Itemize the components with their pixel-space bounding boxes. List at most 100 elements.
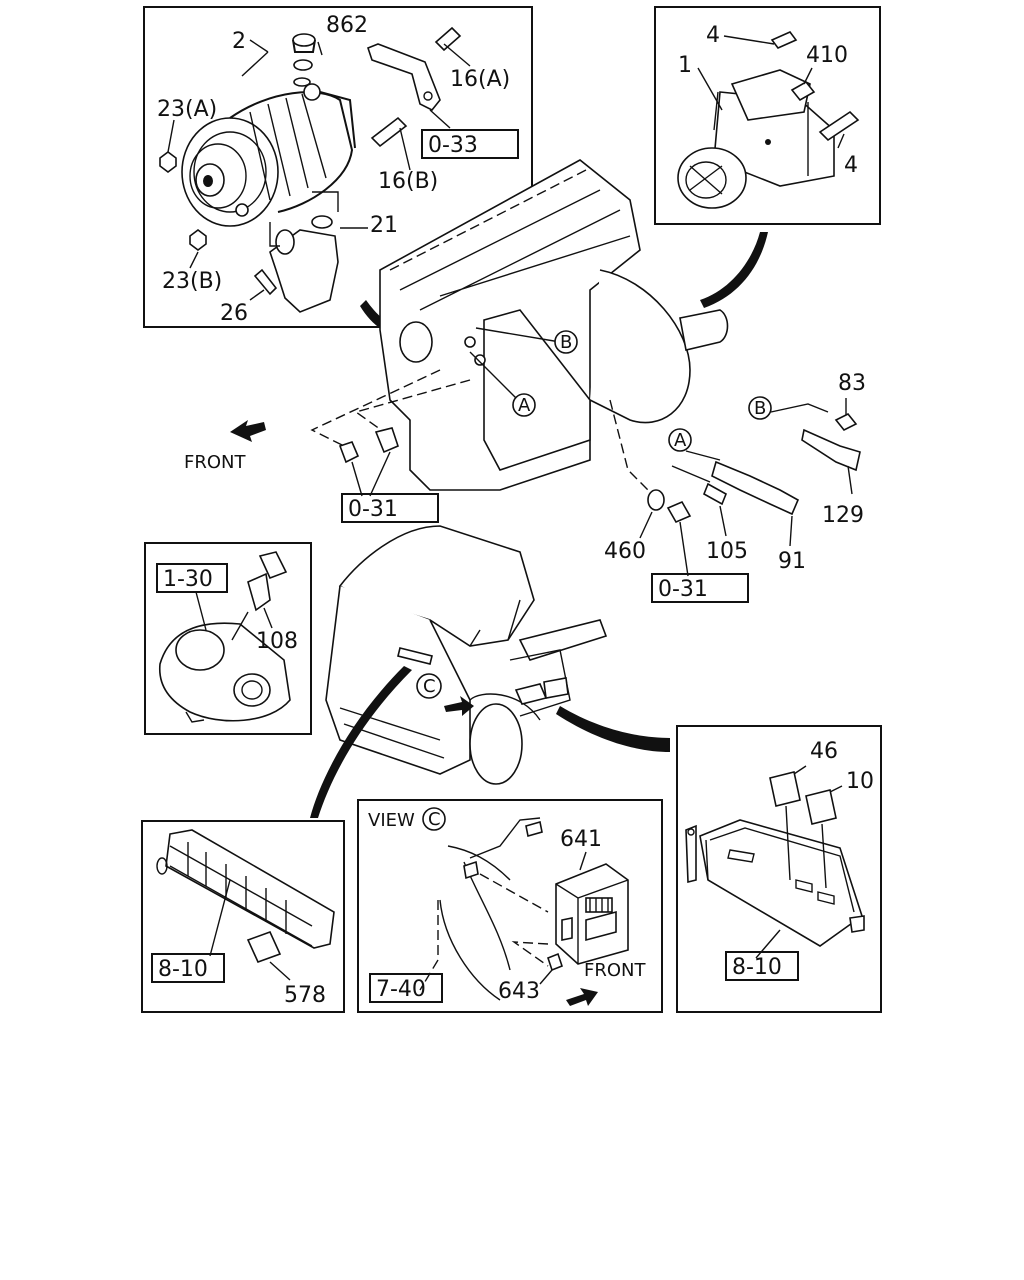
marker-a-circle: [512, 393, 536, 417]
relaybox-callout-arrow: [556, 706, 670, 752]
starter-detail-panel: 4 1 410 4: [654, 6, 881, 225]
bolt-4-top-drawing: [770, 31, 798, 49]
engine-ref-0-31: 0-31: [348, 497, 398, 522]
front-arrow-icon: [230, 420, 266, 442]
view-c-detail-panel: VIEW C 641 643 7-40 FRONT: [357, 799, 663, 1013]
ref-641: 641: [560, 827, 602, 852]
aircleaner-ref-box: [156, 563, 228, 593]
aircleaner-ref-1-30: 1-30: [163, 567, 213, 592]
nut-23a-drawing: [159, 151, 177, 173]
vehicle-fusebox-location: [397, 647, 433, 665]
ref-16a: 16(A): [450, 67, 510, 92]
upper-bracket-drawing: [367, 43, 441, 112]
ref-410: 410: [806, 43, 848, 68]
ref-108: 108: [256, 629, 298, 654]
view-c-marker: C: [428, 809, 441, 830]
bolt-16a-drawing: [434, 26, 462, 52]
washer-460-drawing: [647, 489, 665, 511]
ref-105: 105: [706, 539, 748, 564]
relay-46-drawing: [769, 771, 801, 807]
sensor-ref-box: [651, 573, 749, 603]
fusebox-detail-panel: 8-10 578: [141, 820, 345, 1013]
sensor-105-drawing: [702, 482, 728, 506]
aircleaner-drawing: [158, 622, 291, 723]
aircleaner-detail-panel: 1-30 108: [144, 542, 312, 735]
engine-marker-a: A: [518, 395, 531, 416]
ref-4-bottom: 4: [844, 153, 858, 178]
engine-plug-drawing: [338, 441, 360, 464]
sensor-marker-a-circle: [668, 428, 692, 452]
part-862-drawing: [292, 33, 316, 87]
ref-23a: 23(A): [157, 97, 217, 122]
fusebox-ref-box: [151, 953, 225, 983]
ref-91: 91: [778, 549, 806, 574]
sensor-108-drawing: [258, 551, 288, 580]
sensor-marker-b-circle: [748, 396, 772, 420]
sensor-ref-0-31: 0-31: [658, 577, 708, 602]
nut-410-drawing: [790, 80, 816, 102]
ecu-641-drawing: [555, 863, 629, 965]
starter-detail-frame: [654, 6, 881, 225]
ref-83: 83: [838, 371, 866, 396]
view-c-ref-box: [369, 973, 443, 1003]
bolt-26-drawing: [253, 268, 278, 296]
ref-21: 21: [370, 213, 398, 238]
engine-sleeve-drawing: [374, 427, 399, 454]
ref-643: 643: [498, 979, 540, 1004]
vehicle-marker-c: C: [423, 676, 436, 697]
ref-26: 26: [220, 301, 248, 326]
bolt-16b-drawing: [370, 116, 408, 148]
alternator-bracket-21-drawing: [269, 191, 339, 313]
alternator-detail-panel: 2 862 16(A) 23(A) 0-33 16(B) 21 23(B) 26: [143, 6, 533, 328]
alternator-detail-frame: [143, 6, 533, 328]
view-c-front-arrow-icon: [566, 988, 598, 1006]
sensor-marker-b: B: [754, 398, 766, 419]
engine-drawing: [379, 159, 729, 491]
bolt-4-bottom-drawing: [818, 110, 860, 142]
vehicle-marker-c-circle: [416, 673, 442, 699]
relay-10-drawing: [805, 789, 837, 825]
ref-0-33: 0-33: [428, 133, 478, 158]
view-c-detail-frame: [357, 799, 663, 1013]
nut-643-drawing: [547, 952, 563, 972]
panel-drawing: [419, 817, 549, 1001]
bolt-83-drawing: [834, 412, 858, 432]
view-c-ref-7-40: 7-40: [376, 977, 426, 1002]
ref-16b: 16(B): [378, 169, 438, 194]
plug-drawing: [666, 500, 692, 524]
relay-578-drawing: [246, 930, 282, 964]
sensor-marker-a: A: [674, 430, 687, 451]
alternator-drawing: [181, 83, 356, 227]
ref-460: 460: [604, 539, 646, 564]
starter-motor-drawing: [677, 69, 835, 209]
relaybox-ref-box: [725, 951, 799, 981]
relaybox-drawing: [685, 819, 865, 947]
ref-578: 578: [284, 983, 326, 1008]
engine-ref-box: [341, 493, 439, 523]
ref-23b: 23(B): [162, 269, 222, 294]
ref-10: 10: [846, 769, 874, 794]
starter-callout-arrow: [700, 232, 768, 308]
view-direction-arrow: [444, 696, 474, 716]
ref-862: 862: [326, 13, 368, 38]
fusebox-callout-arrow: [310, 666, 412, 818]
fusebox-ref-8-10: 8-10: [158, 957, 208, 982]
relaybox-ref-8-10: 8-10: [732, 955, 782, 980]
engine-marker-b: B: [560, 332, 572, 353]
relaybox-detail-frame: [676, 725, 882, 1013]
relaybox-detail-panel: 46 10 8-10: [676, 725, 882, 1013]
view-c-front-label: FRONT: [584, 960, 646, 981]
ref-box-0-33: [421, 129, 519, 159]
ref-4-top: 4: [706, 23, 720, 48]
ref-2: 2: [232, 29, 246, 54]
vehicle-drawing: [325, 525, 608, 785]
sensors-group: 83 B 129 A 460 105 91 0-31: [604, 371, 866, 603]
view-c-title: VIEW: [368, 810, 415, 831]
ref-1: 1: [678, 53, 692, 78]
nut-23b-drawing: [189, 229, 207, 251]
sensor-129-drawing: [801, 428, 861, 472]
ref-46: 46: [810, 739, 838, 764]
view-c-marker-circle: [422, 807, 446, 831]
marker-b-circle: [554, 330, 578, 354]
